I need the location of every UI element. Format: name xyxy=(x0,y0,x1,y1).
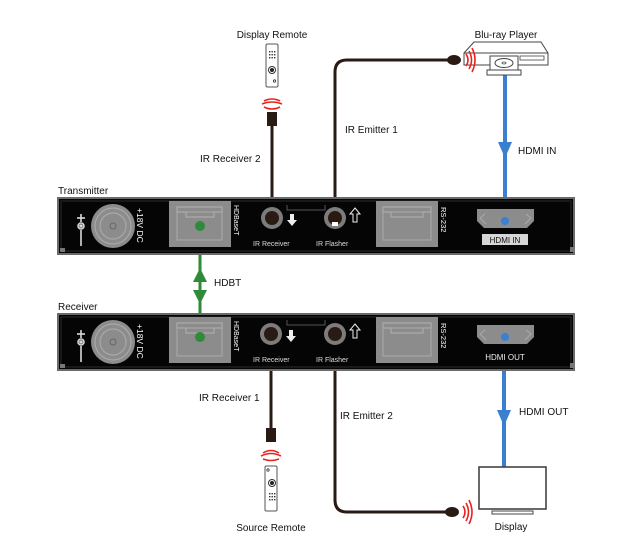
ir-receiver-2-label: IR Receiver 2 xyxy=(200,154,261,165)
transmitter-panel xyxy=(57,197,575,255)
rx-hdbaset-label: HDBaseT xyxy=(232,321,239,352)
ir-receiver-1-label: IR Receiver 1 xyxy=(199,393,260,404)
power-polarity-icon xyxy=(77,214,85,246)
display-remote-label: Display Remote xyxy=(237,30,308,41)
rx-power-label: +18V DC xyxy=(135,324,145,359)
hdbaset-port[interactable] xyxy=(169,201,231,247)
receiver-panel xyxy=(57,313,575,371)
display-remote-icon xyxy=(265,43,279,88)
hdbaset-port[interactable] xyxy=(169,317,231,363)
ir-receiver-jack[interactable] xyxy=(260,323,296,345)
ir-emitter-2-head xyxy=(445,507,459,517)
ir-signal-icon xyxy=(462,499,473,525)
hdmi-out-port[interactable] xyxy=(477,325,534,344)
transmitter-label: Transmitter xyxy=(58,186,109,197)
hdmi-out-connection-label: HDMI OUT xyxy=(519,407,568,418)
power-jack[interactable] xyxy=(91,204,135,248)
rs232-port[interactable] xyxy=(376,317,438,363)
power-jack[interactable] xyxy=(91,320,135,364)
ir-signal-icon xyxy=(260,449,282,462)
tx-power-label: +18V DC xyxy=(135,208,145,243)
ir-signal-icon xyxy=(261,98,283,110)
power-polarity-icon xyxy=(77,330,85,362)
hdmi-in-connection-label: HDMI IN xyxy=(518,146,556,157)
hdmi-in-port[interactable] xyxy=(477,209,534,245)
ir-signal-icon xyxy=(465,47,476,73)
ir-flasher-jack[interactable] xyxy=(324,207,362,229)
display-icon xyxy=(478,466,547,515)
hdmi-in-cable xyxy=(498,74,512,215)
receiver-label: Receiver xyxy=(58,302,98,313)
rx-rs232-label: RS-232 xyxy=(439,323,448,348)
bluray-player-icon xyxy=(463,41,549,76)
ir-emitter-1-cable xyxy=(333,58,452,218)
tx-hdmi-label: HDMI IN xyxy=(490,236,521,245)
tx-ir-flasher-label: IR Flasher xyxy=(316,241,349,248)
source-remote-icon xyxy=(264,465,278,512)
ir-emitter-2-cable xyxy=(333,335,450,514)
rs232-port[interactable] xyxy=(376,201,438,247)
rx-ir-flasher-label: IR Flasher xyxy=(316,357,349,364)
display-label: Display xyxy=(495,522,528,533)
hdbt-connection-label: HDBT xyxy=(214,278,241,289)
source-remote-label: Source Remote xyxy=(236,523,306,534)
tx-rs232-label: RS-232 xyxy=(439,207,448,232)
ir-receiver-jack[interactable] xyxy=(261,207,297,229)
ir-flasher-jack[interactable] xyxy=(324,323,362,345)
ir-emitter-2-label: IR Emitter 2 xyxy=(340,411,393,422)
tx-ir-receiver-label: IR Receiver xyxy=(253,241,290,248)
bluray-player-label: Blu-ray Player xyxy=(475,30,538,41)
ir-emitter-1-head xyxy=(447,55,461,65)
ir-emitter-1-label: IR Emitter 1 xyxy=(345,125,398,136)
rx-ir-receiver-label: IR Receiver xyxy=(253,357,290,364)
tx-hdbaset-label: HDBaseT xyxy=(232,205,239,236)
rx-hdmi-label: HDMI OUT xyxy=(485,353,525,362)
